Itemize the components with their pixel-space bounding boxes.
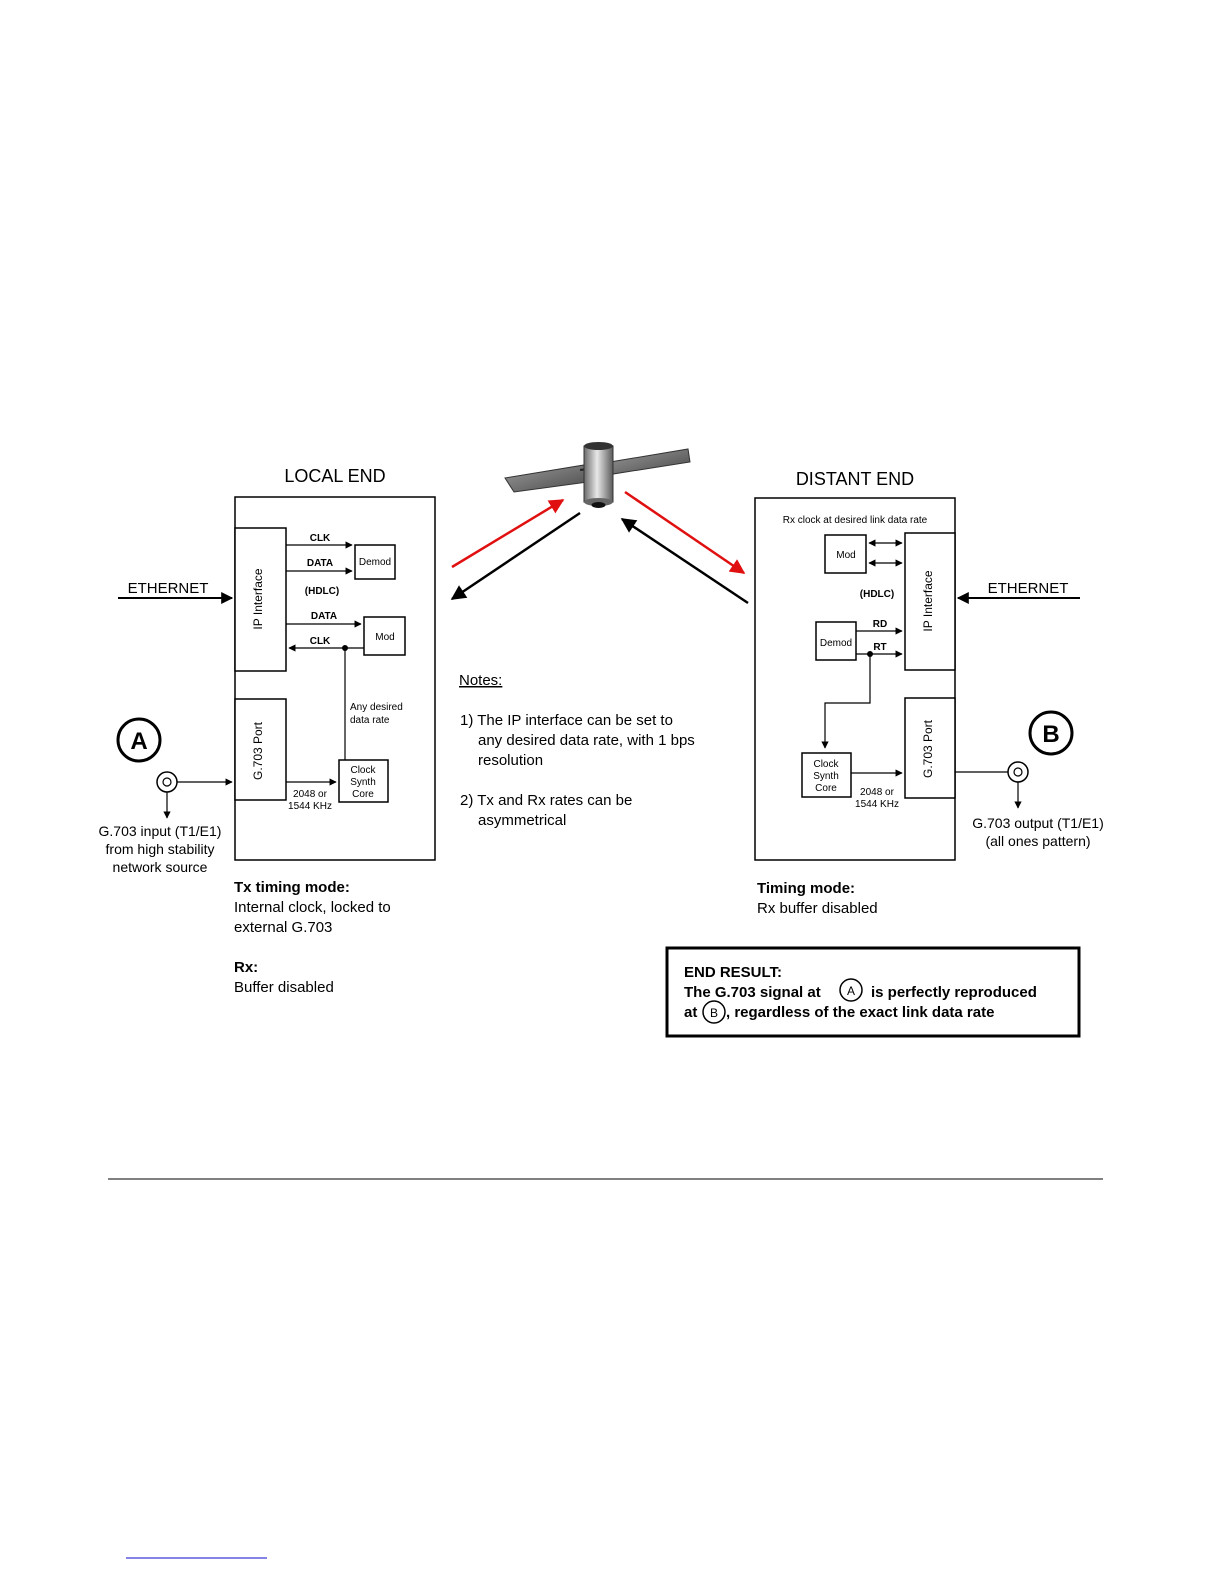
end-result-line1-post: is perfectly reproduced	[871, 984, 1037, 1001]
local-clock-synth-block	[338, 759, 389, 803]
distant-rt-to-clock-line	[821, 654, 871, 749]
distant-g703-port-label: G.703 Port	[921, 719, 935, 778]
end-result-line2-pre: at	[684, 1004, 697, 1021]
distant-hdlc-label: (HDLC)	[860, 589, 894, 600]
local-downlink-arrow	[450, 511, 581, 601]
end-result-marker-a: A	[847, 984, 855, 998]
rx-title: Rx:	[234, 959, 258, 976]
rx-line1: Buffer disabled	[234, 979, 334, 996]
local-clock-line2: Synth	[350, 777, 376, 788]
local-clk-top-label: CLK	[310, 533, 331, 544]
distant-ip-interface-label: IP Interface	[921, 570, 935, 631]
local-freq-line2: 1544 KHz	[288, 801, 332, 812]
marker-b-badge	[1028, 710, 1074, 756]
input-connector-core-icon	[162, 777, 172, 787]
distant-freq-line2: 1544 KHz	[855, 799, 899, 810]
end-result-marker-a-badge	[839, 978, 863, 1002]
local-clock-line1: Clock	[350, 765, 376, 776]
local-any-rate-line1: Any desired	[350, 702, 403, 713]
local-demod-label: Demod	[359, 557, 391, 568]
distant-downlink-arrow	[624, 490, 746, 575]
end-result-line1-pre: The G.703 signal at	[684, 984, 821, 1001]
distant-rt-label: RT	[873, 642, 886, 653]
distant-ethernet-label: ETHERNET	[988, 580, 1069, 597]
distant-rd-label: RD	[873, 619, 887, 630]
note1-line3: resolution	[478, 752, 543, 769]
local-ethernet-label: ETHERNET	[128, 580, 209, 597]
distant-end-title: DISTANT END	[796, 469, 914, 489]
local-ip-interface-block	[234, 527, 287, 672]
end-result-title: END RESULT:	[684, 964, 782, 981]
distant-mod-block	[824, 534, 867, 574]
local-end: LOCAL END IP Interface ETHERNET Demod CL…	[99, 466, 436, 996]
distant-mode-title: Timing mode:	[757, 880, 855, 897]
local-clk-mid-label: CLK	[310, 636, 331, 647]
output-desc-line1: G.703 output (T1/E1)	[972, 815, 1104, 831]
distant-clock-line1: Clock	[813, 759, 839, 770]
distant-clock-synth-block	[801, 752, 852, 798]
local-end-title: LOCAL END	[284, 466, 385, 486]
local-g703-port-label: G.703 Port	[251, 721, 265, 780]
note2-line1: 2) Tx and Rx rates can be	[460, 792, 632, 809]
distant-clock-line3: Core	[815, 783, 837, 794]
notes: Notes: 1) The IP interface can be set to…	[459, 672, 695, 829]
distant-ip-interface-block	[904, 532, 956, 671]
notes-title: Notes:	[459, 672, 502, 689]
local-data-mid-label: DATA	[311, 611, 337, 622]
end-result-marker-b: B	[710, 1006, 718, 1020]
distant-g703-port-block	[904, 697, 956, 799]
local-mod-block	[363, 616, 406, 656]
local-clock-line3: Core	[352, 789, 374, 800]
marker-a-badge	[116, 717, 162, 763]
local-hdlc-label: (HDLC)	[305, 586, 339, 597]
note2-line2: asymmetrical	[478, 812, 566, 829]
output-desc-line2: (all ones pattern)	[985, 833, 1090, 849]
end-result-marker-b-badge	[702, 1000, 726, 1024]
distant-freq-line1: 2048 or	[860, 787, 895, 798]
distant-mod-label: Mod	[836, 550, 855, 561]
input-desc-line2: from high stability	[106, 841, 215, 857]
tx-mode-line1: Internal clock, locked to	[234, 899, 391, 916]
note1-line1: 1) The IP interface can be set to	[460, 712, 673, 729]
distant-end: DISTANT END Rx clock at desired link dat…	[754, 469, 1104, 917]
distant-clock-line2: Synth	[813, 771, 839, 782]
marker-a-label: A	[130, 728, 147, 755]
distant-uplink-arrow	[620, 517, 749, 605]
local-freq-line1: 2048 or	[293, 789, 328, 800]
output-connector-core-icon	[1013, 767, 1023, 777]
local-uplink-arrow	[451, 498, 565, 569]
local-g703-port-block	[234, 698, 287, 801]
input-desc-line1: G.703 input (T1/E1)	[99, 823, 222, 839]
input-desc-line3: network source	[113, 859, 208, 875]
local-any-rate-line2: data rate	[350, 715, 390, 726]
distant-mode-line1: Rx buffer disabled	[757, 900, 878, 917]
end-result-box: END RESULT: The G.703 signal at A is per…	[665, 946, 1081, 1038]
local-ip-interface-label: IP Interface	[251, 568, 265, 629]
local-data-top-label: DATA	[307, 558, 333, 569]
satellite-icon	[504, 442, 691, 508]
distant-demod-label: Demod	[820, 638, 852, 649]
tx-mode-title: Tx timing mode:	[234, 879, 350, 896]
tx-mode-line2: external G.703	[234, 919, 332, 936]
distant-demod-block	[815, 621, 857, 661]
end-result-line2-post: , regardless of the exact link data rate	[726, 1004, 994, 1021]
local-mod-label: Mod	[375, 632, 394, 643]
note1-line2: any desired data rate, with 1 bps	[478, 732, 695, 749]
marker-b-label: B	[1042, 721, 1059, 748]
local-demod-block	[354, 544, 396, 580]
distant-rx-clock-label: Rx clock at desired link data rate	[783, 515, 928, 526]
